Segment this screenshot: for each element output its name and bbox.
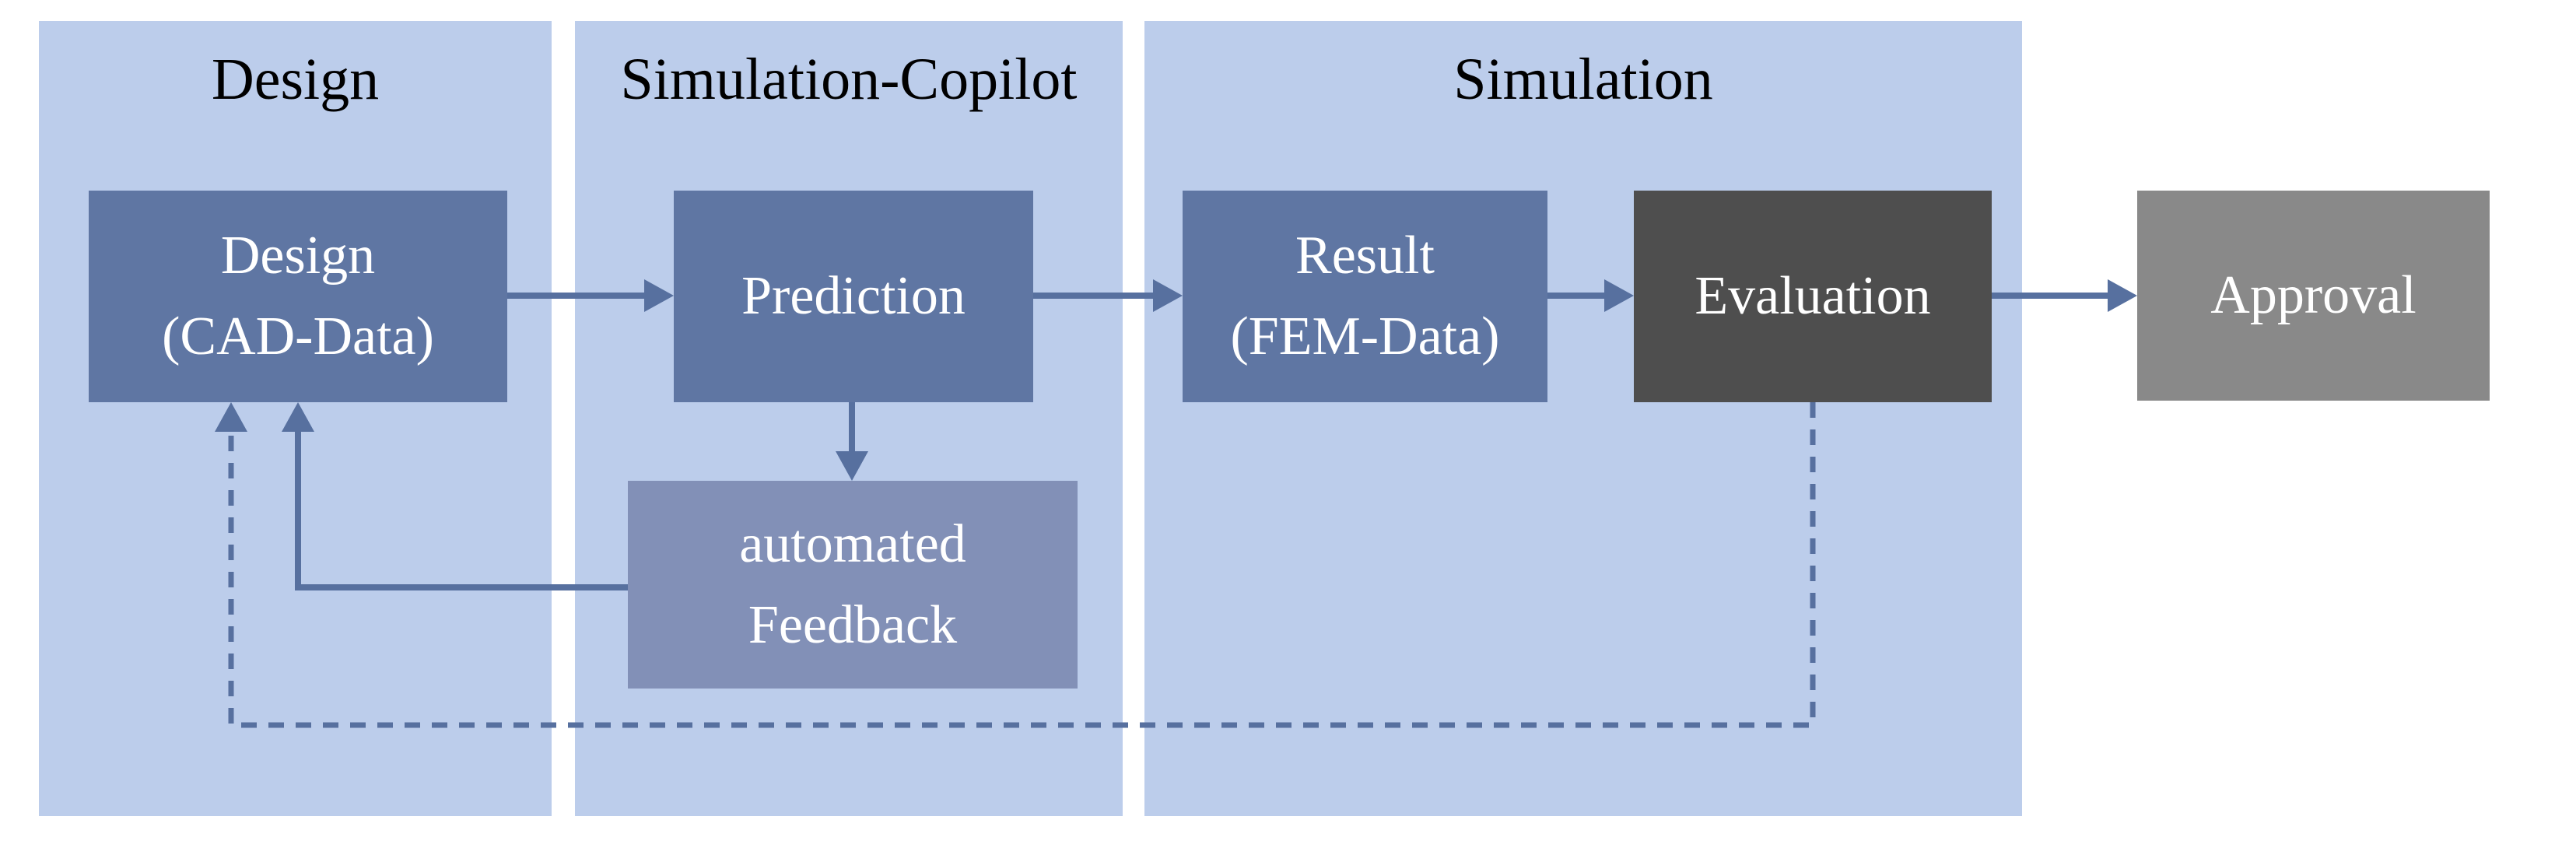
arrow-evaluation-to-approval [1992, 279, 2137, 312]
node-result-fem-data: Result (FEM-Data) [1183, 191, 1547, 402]
node-prediction: Prediction [674, 191, 1033, 402]
arrow-feedback-to-design [282, 402, 628, 590]
arrow-prediction-to-result [1033, 279, 1183, 312]
arrow-design-to-prediction [507, 279, 674, 312]
arrow-head [644, 279, 674, 312]
panel-simulation: Simulation [1144, 21, 2022, 816]
arrow-head [282, 402, 314, 432]
arrow-head [2108, 279, 2137, 312]
node-result-fem-data-label: Result (FEM-Data) [1183, 216, 1547, 377]
label-line-2: Feedback [748, 594, 958, 655]
label-line-1: Prediction [741, 266, 966, 327]
node-approval: Approval [2137, 191, 2490, 401]
label-line-1: Evaluation [1695, 266, 1931, 327]
node-evaluation: Evaluation [1634, 191, 1992, 402]
node-design-cad-data-label: Design (CAD-Data) [89, 216, 507, 377]
node-approval-label: Approval [2137, 255, 2490, 336]
arrow-head [215, 402, 247, 432]
arrow-head [836, 451, 868, 481]
dashed-arrow-shaft [228, 402, 1816, 728]
arrow-result-to-evaluation [1547, 279, 1634, 312]
label-line-1: automated [739, 513, 966, 574]
label-line-1: Design [220, 226, 376, 286]
node-automated-feedback: automated Feedback [628, 481, 1078, 689]
dashed-arrow-evaluation-to-design [215, 402, 1816, 728]
label-line-1: Result [1295, 226, 1435, 286]
label-line-2: (CAD-Data) [162, 307, 434, 366]
arrow-shaft [295, 429, 628, 590]
node-design-cad-data: Design (CAD-Data) [89, 191, 507, 402]
arrow-prediction-to-feedback [836, 402, 868, 481]
panel-simulation-copilot-title: Simulation-Copilot [620, 47, 1078, 112]
node-prediction-label: Prediction [674, 256, 1033, 337]
label-line-2: (FEM-Data) [1230, 307, 1500, 366]
arrow-head [1153, 279, 1183, 312]
node-automated-feedback-label: automated Feedback [628, 504, 1078, 665]
panel-design-title: Design [211, 47, 380, 112]
node-evaluation-label: Evaluation [1634, 256, 1992, 337]
arrow-head [1604, 279, 1634, 312]
panel-simulation-title: Simulation [1453, 47, 1713, 112]
label-line-1: Approval [2210, 265, 2417, 326]
